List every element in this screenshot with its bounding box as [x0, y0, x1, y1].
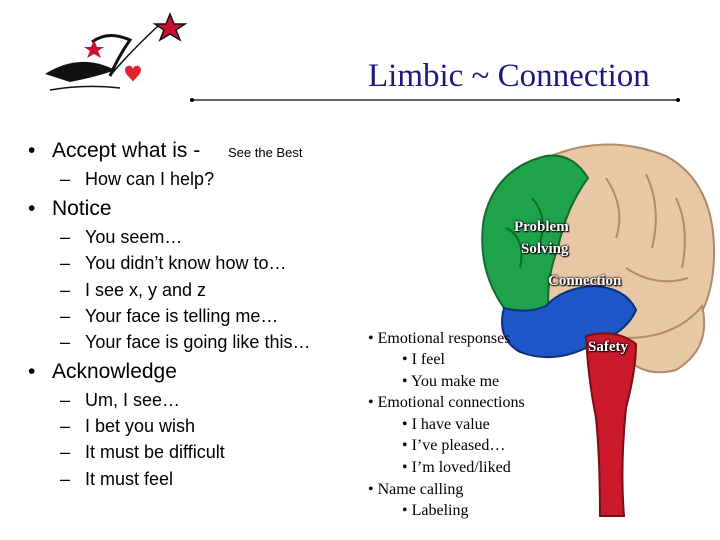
- bullet-marker: •: [28, 139, 36, 162]
- emotional-item: • Emotional connections: [368, 394, 525, 411]
- notice-item: I see x, y and z: [85, 280, 207, 300]
- bullet-marker: •: [28, 197, 36, 220]
- brain-stem: [584, 332, 638, 517]
- emotional-item: • I feel: [402, 351, 445, 368]
- heart-icon: [125, 65, 141, 82]
- emotional-item: • You make me: [402, 373, 500, 390]
- acknowledge-heading: Acknowledge: [52, 360, 177, 383]
- emotional-item: • I’ve pleased…: [402, 437, 506, 454]
- title-underline: [190, 98, 680, 102]
- dash-marker: –: [60, 227, 71, 247]
- dash-marker: –: [60, 169, 71, 189]
- notice-item: Your face is going like this…: [85, 332, 311, 352]
- notice-item: You didn’t know how to…: [85, 253, 287, 273]
- dash-marker: –: [60, 306, 71, 326]
- dash-marker: –: [60, 253, 71, 273]
- dash-marker: –: [60, 390, 71, 410]
- accept-suffix: See the Best: [228, 145, 303, 160]
- label-solving: Solving: [521, 241, 569, 257]
- notice-item: You seem…: [85, 227, 183, 247]
- dash-marker: –: [60, 469, 71, 489]
- logo: [45, 12, 188, 91]
- accept-subitem: How can I help?: [85, 169, 215, 189]
- small-star-icon: [84, 40, 104, 58]
- acknowledge-item: It must be difficult: [85, 442, 225, 462]
- large-star-icon: [152, 12, 188, 42]
- bullet-marker: •: [28, 360, 36, 383]
- bullet-list: • Accept what is - See the Best – How ca…: [28, 139, 311, 489]
- notice-item: Your face is telling me…: [85, 306, 279, 326]
- dash-marker: –: [60, 332, 71, 352]
- dash-marker: –: [60, 280, 71, 300]
- dash-marker: –: [60, 416, 71, 436]
- brain-illustration: [481, 143, 716, 517]
- acknowledge-item: It must feel: [85, 469, 174, 489]
- emotional-item: • I have value: [402, 416, 490, 433]
- emotional-item: • Name calling: [368, 481, 464, 498]
- acknowledge-item: I bet you wish: [85, 416, 196, 436]
- label-safety: Safety: [588, 339, 628, 355]
- label-problem: Problem: [514, 219, 569, 235]
- accept-heading: Accept what is -: [52, 139, 201, 162]
- emotional-item: • I’m loved/liked: [402, 459, 511, 476]
- logo-swoosh-icon: [45, 61, 115, 82]
- dash-marker: –: [60, 442, 71, 462]
- acknowledge-item: Um, I see…: [85, 390, 181, 410]
- slide-title: Limbic ~ Connection: [368, 58, 650, 94]
- emotional-item: • Labeling: [402, 502, 469, 519]
- label-connection: Connection: [548, 273, 622, 289]
- emotional-item: • Emotional responses: [368, 330, 511, 347]
- notice-heading: Notice: [52, 197, 112, 220]
